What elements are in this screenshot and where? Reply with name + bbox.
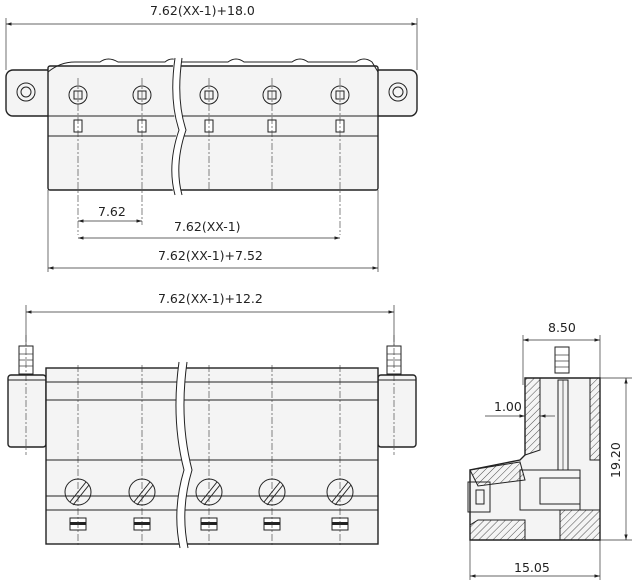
top-view: 7.62(XX-1)+18.0 (5, 3, 418, 272)
dim-side-wall: 1.00 (494, 399, 522, 414)
dim-side-width-bottom: 15.05 (514, 560, 550, 575)
side-view: 8.50 1.00 19.20 (467, 320, 632, 580)
dim-top-overall: 7.62(XX-1)+18.0 (150, 3, 255, 18)
dim-side-width-top: 8.50 (548, 320, 576, 335)
dim-pitch-span: 7.62(XX-1) (174, 219, 241, 234)
dim-pitch: 7.62 (98, 204, 126, 219)
dim-front-overall: 7.62(XX-1)+12.2 (158, 291, 263, 306)
mounting-hole-right (388, 82, 408, 102)
mounting-hole-left (16, 82, 36, 102)
front-view: 7.62(XX-1)+12.2 (7, 291, 417, 549)
dim-side-height: 19.20 (608, 442, 623, 478)
dim-body-length: 7.62(XX-1)+7.52 (158, 248, 263, 263)
